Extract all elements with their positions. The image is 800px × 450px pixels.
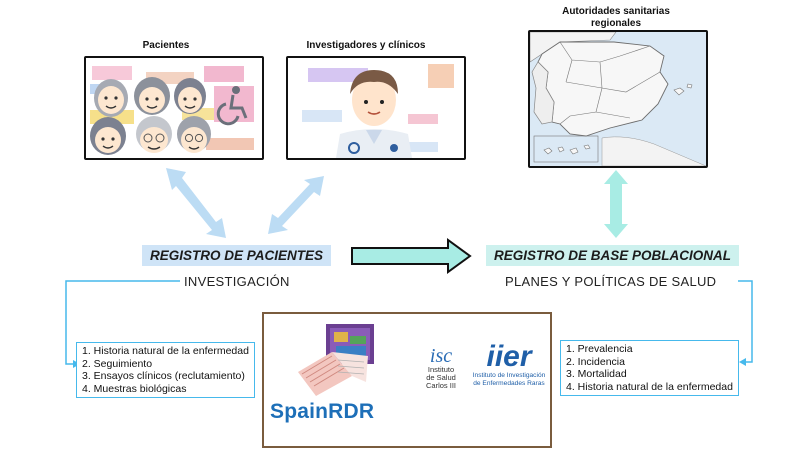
authorities-heading-line1: Autoridades sanitarias	[562, 6, 670, 17]
face-icon	[174, 78, 206, 114]
spain-map	[528, 30, 708, 168]
spainrdr-logo-text: SpainRDR	[270, 400, 375, 423]
face-icon	[90, 117, 126, 155]
spainrdr-logo-graphic	[298, 324, 374, 396]
patients-double-arrow	[166, 168, 226, 238]
authorities-heading-line2: regionales	[590, 18, 642, 29]
face-icon	[134, 77, 170, 115]
isciii-line1: Instituto	[427, 365, 455, 374]
population-registry-label: REGISTRO DE BASE POBLACIONAL	[486, 245, 740, 266]
authorities-double-arrow	[604, 170, 628, 238]
patients-heading: Pacientes	[142, 40, 190, 51]
policies-section-title: PLANES Y POLÍTICAS DE SALUD	[505, 274, 717, 289]
iier-logo: iier Instituto de Investigación de Enfer…	[468, 342, 550, 388]
logos-panel: SpainRDR isc Instituto de Salud Carlos I…	[262, 312, 552, 448]
isciii-line2: de Salud	[426, 373, 456, 382]
doctor-icon	[336, 70, 412, 158]
list-item: 2. Seguimiento	[82, 357, 153, 370]
list-item: 4. Muestras biológicas	[82, 382, 187, 395]
iier-mark: iier	[486, 340, 532, 373]
policies-connector	[738, 280, 753, 366]
research-list: 1. Historia natural de la enfermedad 2. …	[76, 342, 255, 398]
researchers-heading: Investigadores y clínicos	[306, 40, 426, 51]
iier-line1: Instituto de Investigación	[472, 372, 546, 379]
authorities-heading: Autoridades sanitarias regionales	[536, 6, 696, 30]
isciii-mark: isc	[429, 345, 453, 367]
registry-flow-arrow	[351, 238, 472, 274]
patients-illustration	[84, 56, 264, 160]
list-item: 1. Historia natural de la enfermedad	[82, 345, 249, 357]
wheelchair-icon	[214, 86, 254, 126]
face-icon	[94, 79, 128, 117]
face-icon	[136, 116, 172, 153]
researchers-double-arrow	[268, 176, 324, 234]
patients-registry-label: REGISTRO DE PACIENTES	[142, 245, 332, 266]
list-item: 2. Incidencia	[566, 355, 625, 368]
research-section-title: INVESTIGACIÓN	[184, 274, 290, 289]
isciii-logo: isc Instituto de Salud Carlos III	[416, 346, 466, 390]
list-item: 3. Mortalidad	[566, 368, 627, 380]
list-item: 4. Historia natural de la enfermedad	[566, 380, 733, 393]
face-icon	[177, 116, 211, 153]
list-item: 1. Prevalencia	[566, 343, 633, 355]
isciii-line3: Carlos III	[425, 381, 456, 390]
policies-list: 1. Prevalencia 2. Incidencia 3. Mortalid…	[560, 340, 739, 396]
researchers-illustration	[286, 56, 466, 160]
iier-line2: de Enfermedades Raras	[473, 380, 545, 387]
list-item: 3. Ensayos clínicos (reclutamiento)	[82, 370, 245, 382]
